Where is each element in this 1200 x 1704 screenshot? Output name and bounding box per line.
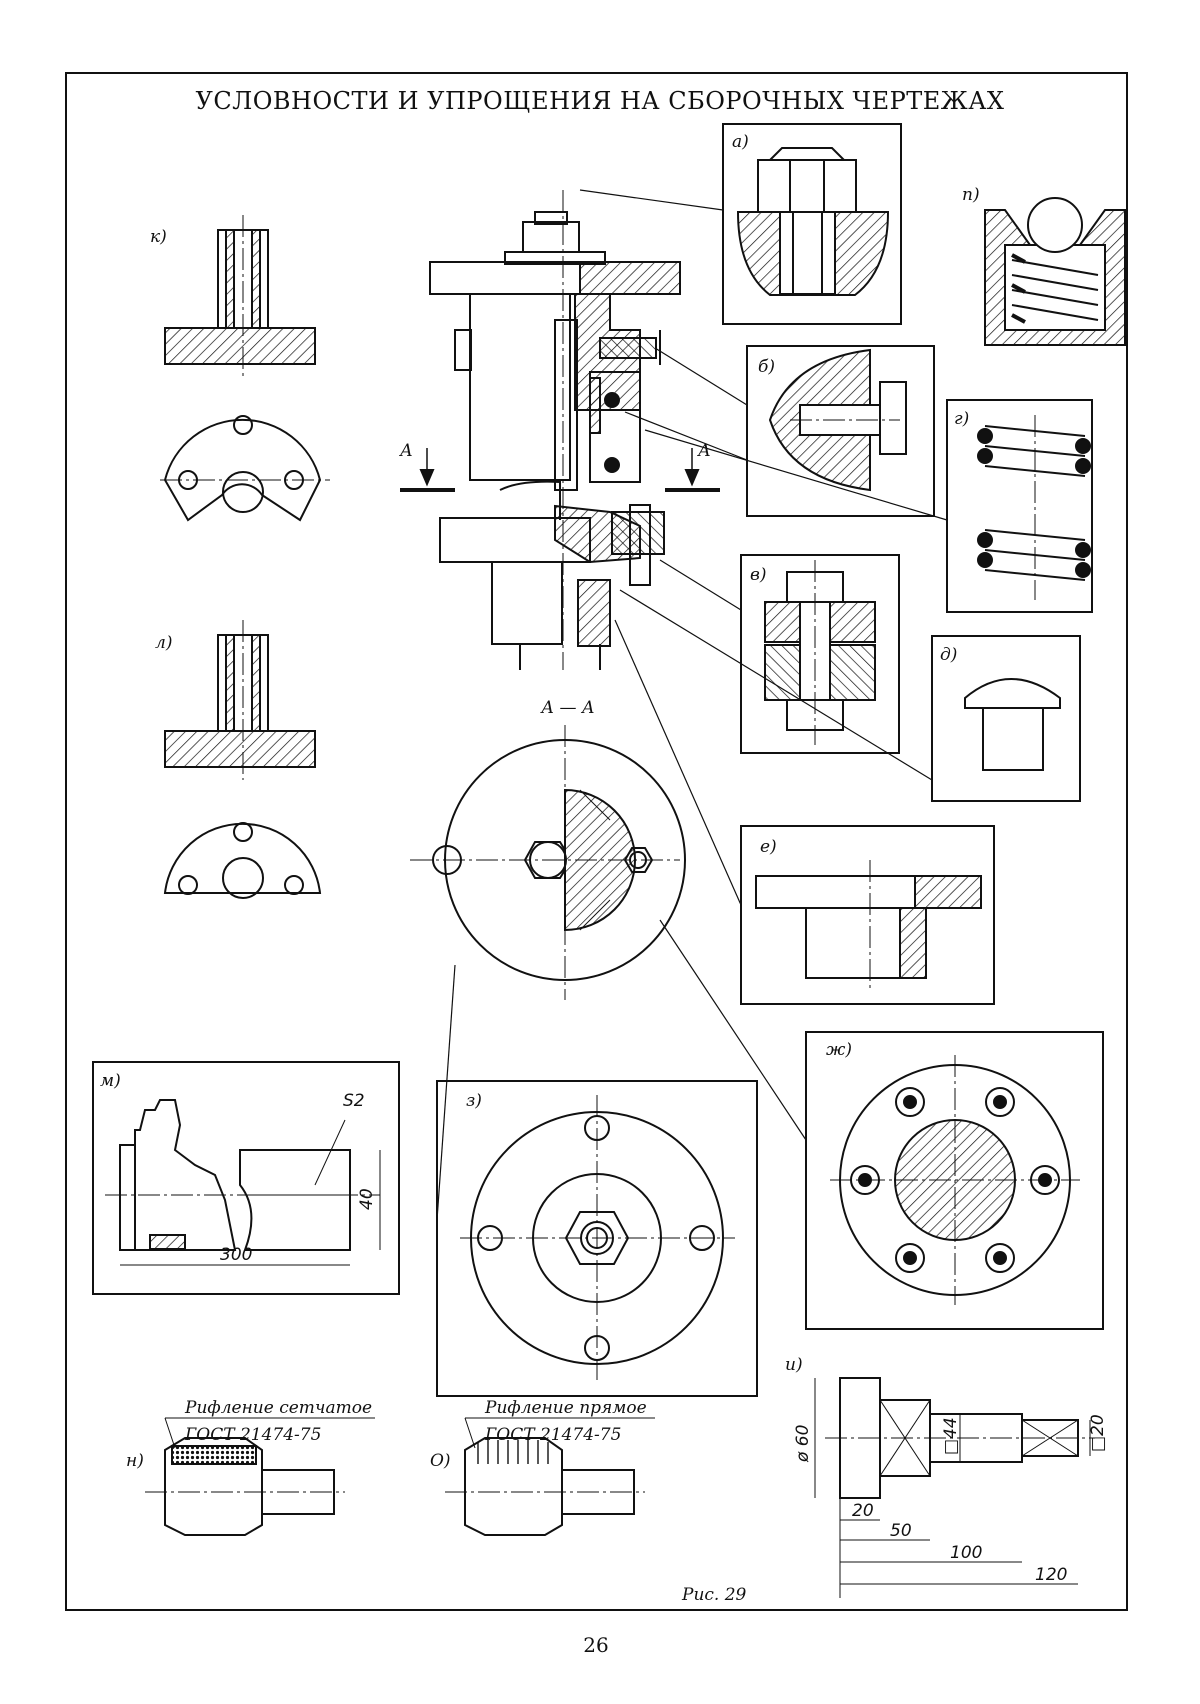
view-label-z: з) <box>466 1091 482 1111</box>
cut-mark-right: А <box>697 441 711 461</box>
view-label-p: п) <box>962 185 980 205</box>
knurl-note-1: Рифление сетчатое <box>184 1398 372 1418</box>
main-assembly <box>400 190 720 670</box>
dim-square-20: □20 <box>1088 1414 1108 1452</box>
dim-diameter-60: ø 60 <box>793 1425 813 1463</box>
view-label-a: а) <box>732 132 749 152</box>
page-number: 26 <box>583 1633 608 1657</box>
dim-100: 100 <box>950 1543 982 1563</box>
view-label-v: в) <box>750 565 767 585</box>
view-label-e: е) <box>760 837 777 857</box>
view-label-m: м) <box>100 1071 121 1091</box>
dim-50: 50 <box>890 1521 912 1541</box>
knurl-note-2: ГОСТ 21474-75 <box>184 1425 321 1445</box>
view-label-o: О) <box>430 1451 451 1471</box>
view-p-ball-detent <box>984 197 1126 346</box>
view-l-bushing <box>163 620 322 899</box>
knurl-note-4: ГОСТ 21474-75 <box>484 1425 621 1445</box>
dim-20: 20 <box>852 1501 874 1521</box>
dim-square-44: □44 <box>941 1417 961 1455</box>
view-a-frame <box>722 123 902 325</box>
view-o-knurled-knob <box>445 1417 655 1536</box>
view-label-zh: ж) <box>826 1040 852 1060</box>
view-label-d: д) <box>940 645 957 665</box>
leader-lines <box>436 189 948 1221</box>
figure-caption: Рис. 29 <box>681 1585 747 1605</box>
view-label-n: н) <box>126 1451 144 1471</box>
view-k-bushing <box>160 215 330 522</box>
view-label-k: к) <box>150 227 167 247</box>
dim-120: 120 <box>1035 1565 1067 1585</box>
view-label-g: г) <box>954 409 969 429</box>
view-n-knurled-knob <box>145 1417 375 1536</box>
cut-mark-left: А <box>399 441 413 461</box>
dim-height-40: 40 <box>357 1188 377 1210</box>
view-d-rivet <box>931 635 1081 802</box>
page-title: УСЛОВНОСТИ И УПРОЩЕНИЯ НА СБОРОЧНЫХ ЧЕРТ… <box>195 87 1004 115</box>
view-label-l: л) <box>155 633 172 653</box>
view-m-plate <box>92 1061 400 1295</box>
dim-length-300: 300 <box>220 1245 252 1265</box>
view-label-b: б) <box>758 357 775 377</box>
section-a-a <box>410 725 686 1000</box>
view-g-spring <box>946 399 1093 613</box>
view-i-shaft <box>814 1377 1095 1598</box>
view-b-screw-joint <box>746 345 935 517</box>
view-zh-flange-plan <box>805 1031 1104 1330</box>
view-e-flange <box>740 825 995 1005</box>
dim-thickness-s2: S2 <box>343 1091 365 1111</box>
view-z-flange-plan <box>436 1080 758 1397</box>
view-label-i: и) <box>785 1355 803 1375</box>
drawing-frame <box>65 72 1128 1611</box>
section-label: А — А <box>540 698 595 718</box>
view-v-bolt-joint <box>740 554 900 754</box>
knurl-note-3: Рифление прямое <box>484 1398 647 1418</box>
